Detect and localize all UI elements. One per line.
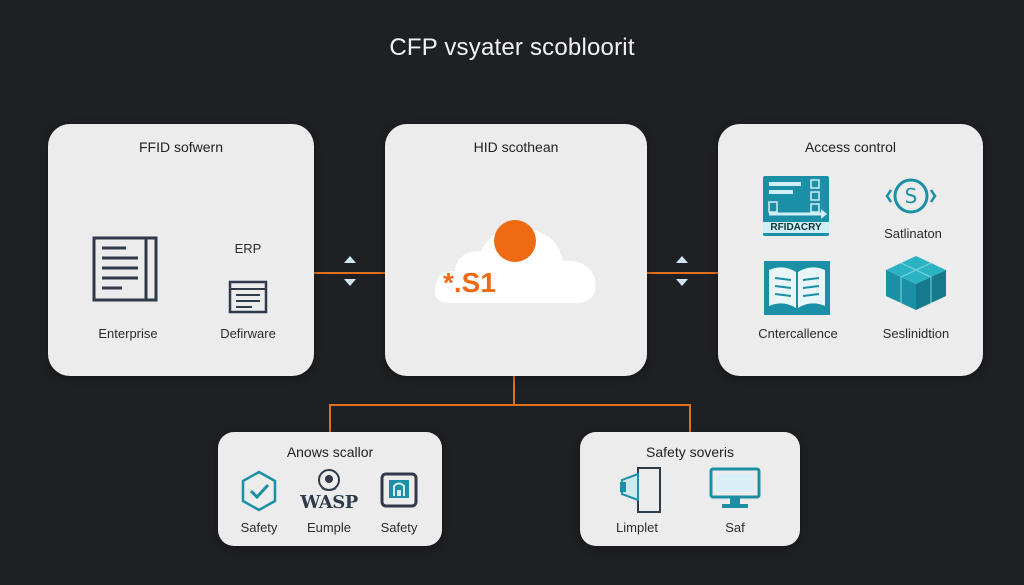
label-eumple: Eumple: [306, 520, 352, 535]
label-cntercallence: Cntercallence: [758, 326, 838, 341]
arrow-up-icon: [344, 256, 356, 263]
arrow-up-icon: [676, 256, 688, 263]
label-satlinaton: Satlinaton: [884, 226, 942, 241]
rfid-card-label: RFIDACRY: [763, 222, 829, 233]
label-defirware: Defirware: [220, 326, 276, 341]
orange-sun-icon: [494, 220, 536, 262]
arrow-down-icon: [344, 279, 356, 286]
label-safety-2: Safety: [380, 520, 418, 535]
panel-safety-soveris: Safety soveris Limplet Saf: [580, 432, 800, 546]
monitor-icon: [709, 467, 761, 508]
panel-hid-scothean: HID scothean *.S1: [385, 124, 647, 376]
wasp-text: WASP: [300, 492, 358, 513]
svg-text:S: S: [905, 184, 918, 208]
window-icon: [228, 280, 268, 314]
s-badge-icon: S: [885, 178, 937, 214]
diagram-title: CFP vsyater scobloorit: [389, 34, 635, 61]
panel-access-control: Access control RFIDACRY S Satlinaton: [718, 124, 983, 376]
cloud-icon: [434, 228, 596, 303]
connector-left-center: [313, 272, 385, 274]
cloud-label: *.S1: [443, 267, 496, 298]
panel-title: Anows scallor: [286, 444, 374, 460]
connector-center-right: [646, 272, 718, 274]
panel-title: Access control: [804, 139, 897, 155]
connector-horizontal-bottom: [329, 404, 691, 406]
rfid-card-icon: RFIDACRY: [763, 176, 829, 236]
wasp-logo-icon: [318, 469, 340, 491]
panel-title: Safety soveris: [646, 444, 734, 460]
panel-ffid-software: FFID sofwern Enterprise ERP Defirware: [48, 124, 314, 376]
label-limplet: Limplet: [616, 520, 658, 535]
label-safety-1: Safety: [240, 520, 278, 535]
document-icon: [92, 236, 158, 302]
panel-title: HID scothean: [473, 139, 559, 155]
label-seslinidtion: Seslinidtion: [882, 326, 950, 341]
reader-device-icon: [620, 467, 661, 513]
cube-icon: [886, 256, 946, 310]
panel-anows-scallor: Anows scallor Safety WASP Eumple Safety: [218, 432, 442, 546]
label-erp: ERP: [234, 241, 262, 256]
connector-center-down: [513, 375, 515, 405]
label-saf: Saf: [725, 520, 745, 535]
tablet-lock-icon: [380, 472, 418, 508]
label-enterprise: Enterprise: [98, 326, 158, 341]
panel-title: FFID sofwern: [138, 139, 223, 155]
book-icon: [764, 261, 830, 315]
connector-bottom-right-drop: [689, 404, 691, 433]
connector-bottom-left-drop: [329, 404, 331, 433]
arrow-down-icon: [676, 279, 688, 286]
shield-check-icon: [241, 470, 277, 512]
